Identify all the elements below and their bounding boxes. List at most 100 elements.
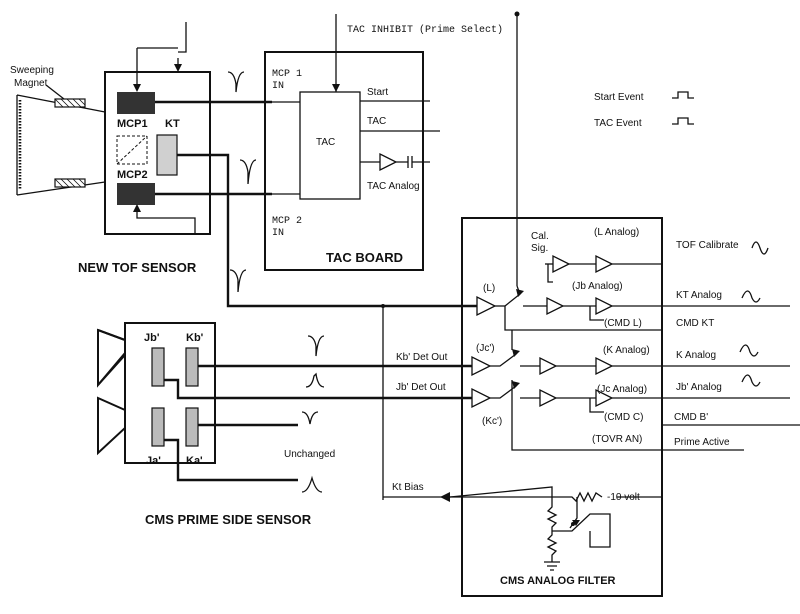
new-tof-sensor: Sweeping Magnet MCP1 MCP2 KT NEW TOF SEN… [10, 22, 211, 275]
cms-prime-side-sensor: Jb' Kb' Ja' Ka' CMS PRIME SIDE SENSOR [97, 322, 312, 527]
start-event-label: Start Event [594, 92, 644, 103]
k-amp-1-icon [539, 356, 558, 376]
bias-lines-top [136, 48, 179, 90]
tac-board-box [264, 51, 424, 271]
kt-analog-pulse-icon [741, 290, 761, 303]
tac-board: MCP 1 IN MCP 2 IN TAC TAC INHIBIT (Prime… [264, 14, 503, 271]
mcp2-in-label-2: IN [272, 228, 284, 239]
kt-bias-label: Kt Bias [392, 482, 424, 493]
cmd-b-label: CMD B' [674, 412, 708, 423]
new-tof-sensor-title: NEW TOF SENSOR [78, 260, 197, 275]
tof-calibrate-pulse-icon [751, 241, 769, 255]
mcp2-detector [117, 183, 155, 205]
l-amp-icon [476, 295, 497, 317]
pulse-icon [227, 71, 245, 93]
horn-lower-icon [97, 396, 126, 456]
l-analog-in-label: (L Analog) [594, 227, 639, 238]
jc-amp-icon [471, 355, 492, 377]
kt-analog-label: KT Analog [676, 290, 722, 301]
jc-amp-2-icon [539, 388, 558, 408]
cmd-l-label: (CMD L) [604, 318, 642, 329]
jb-analog-label: (Jb Analog) [572, 281, 623, 292]
kt-analog-amp-icon [595, 296, 614, 316]
jb-det-out-wire [164, 378, 472, 400]
pulse-icon [239, 159, 257, 185]
unchanged-label: Unchanged [284, 449, 335, 460]
filter-outputs: TOF Calibrate KT Analog CMD KT K Analog … [662, 240, 800, 451]
kb-prime-label: Kb' [186, 332, 204, 344]
tovr-an-label: (TOVR AN) [592, 434, 642, 445]
cmd-c-label: (CMD C) [604, 412, 643, 423]
l-label: (L) [483, 283, 495, 294]
cms-analog-filter-title: CMS ANALOG FILTER [500, 575, 616, 587]
jc-prime-label: (Jc') [476, 343, 495, 354]
tac-out-label: TAC [367, 116, 386, 127]
pulse-icon [301, 411, 319, 425]
pulse-icon [229, 269, 247, 293]
l-analog-amp-icon [595, 254, 614, 274]
tac-capacitor-icon [396, 156, 430, 168]
cms-prime-side-sensor-title: CMS PRIME SIDE SENSOR [145, 512, 312, 527]
pulse-icons [227, 71, 257, 293]
jb-prime-label: Jb' [144, 332, 160, 344]
jc-analog-label: (Jc Analog) [597, 384, 647, 395]
mcp1-in-label-1: MCP 1 [272, 69, 302, 80]
prime-active-label: Prime Active [674, 437, 730, 448]
jb-analog-amp-icon [546, 296, 565, 316]
k-analog-in-label: (K Analog) [603, 345, 650, 356]
cal-sig-label-2: Sig. [531, 243, 548, 254]
cal-sig-label-1: Cal. [531, 231, 549, 242]
start-event-pulse-icon [672, 91, 694, 99]
kt-bias-arrow [440, 492, 450, 502]
kc-switch [490, 385, 517, 399]
ja-prime-label: Ja' [146, 455, 161, 467]
l-switch [504, 293, 521, 307]
jc-analog-amp-icon [595, 388, 614, 408]
pulse-icon [301, 475, 323, 493]
kc-amp-icon [471, 387, 492, 409]
kt-label: KT [165, 118, 180, 130]
sweeping-label-2: Magnet [14, 78, 48, 89]
ja-wire [164, 438, 298, 482]
ja-prime-detector [151, 407, 165, 447]
mcp2-in-label-1: MCP 2 [272, 216, 302, 227]
pulse-icon [305, 372, 325, 388]
event-legend: Start Event TAC Event [594, 91, 694, 129]
tac-event-label: TAC Event [594, 118, 642, 129]
jb-det-out-label: Jb' Det Out [396, 382, 446, 393]
tac-amp-icon [379, 152, 398, 172]
k-analog-amp-icon [595, 356, 614, 376]
ground-icon [544, 561, 560, 571]
start-label: Start [367, 87, 388, 98]
k-analog-pulse-icon [739, 344, 759, 357]
tac-block-label: TAC [316, 137, 335, 148]
tac-inhibit-label: TAC INHIBIT (Prime Select) [347, 24, 503, 36]
sweeping-magnet [54, 98, 86, 188]
mcp1-in-label-2: IN [272, 81, 284, 92]
cmd-kt-label: CMD KT [676, 318, 714, 329]
kt-signal-wire [177, 153, 477, 308]
cal-amp-icon [552, 254, 571, 274]
tac-event-pulse-icon [672, 117, 694, 125]
pulse-icon [307, 335, 325, 357]
bias-switch [552, 513, 611, 548]
minus-10-volt-label: -10 volt [607, 492, 640, 503]
tof-calibrate-label: TOF Calibrate [676, 240, 739, 251]
mcp2-bias-line [136, 207, 196, 234]
mcp2-label: MCP2 [117, 169, 148, 181]
ka-prime-label: Ka' [186, 455, 203, 467]
k-analog-label: K Analog [676, 350, 716, 361]
mcp1-detector [117, 92, 155, 114]
jc-switch [490, 353, 517, 367]
kb-det-out-label: Kb' Det Out [396, 352, 448, 363]
tac-block [299, 91, 361, 200]
bias-divider-icon [546, 497, 558, 562]
tac-board-title: TAC BOARD [326, 250, 403, 265]
mcp1-label: MCP1 [117, 118, 148, 130]
bias-resistor-icon [552, 491, 603, 503]
jb-prime-analog-label: Jb' Analog [676, 382, 722, 393]
kt-detector [156, 134, 178, 176]
prime-sensor-box [124, 322, 216, 464]
cms-analog-filter: Cal. Sig. (L Analog) (L) (Jb Analog) (CM… [449, 217, 663, 597]
